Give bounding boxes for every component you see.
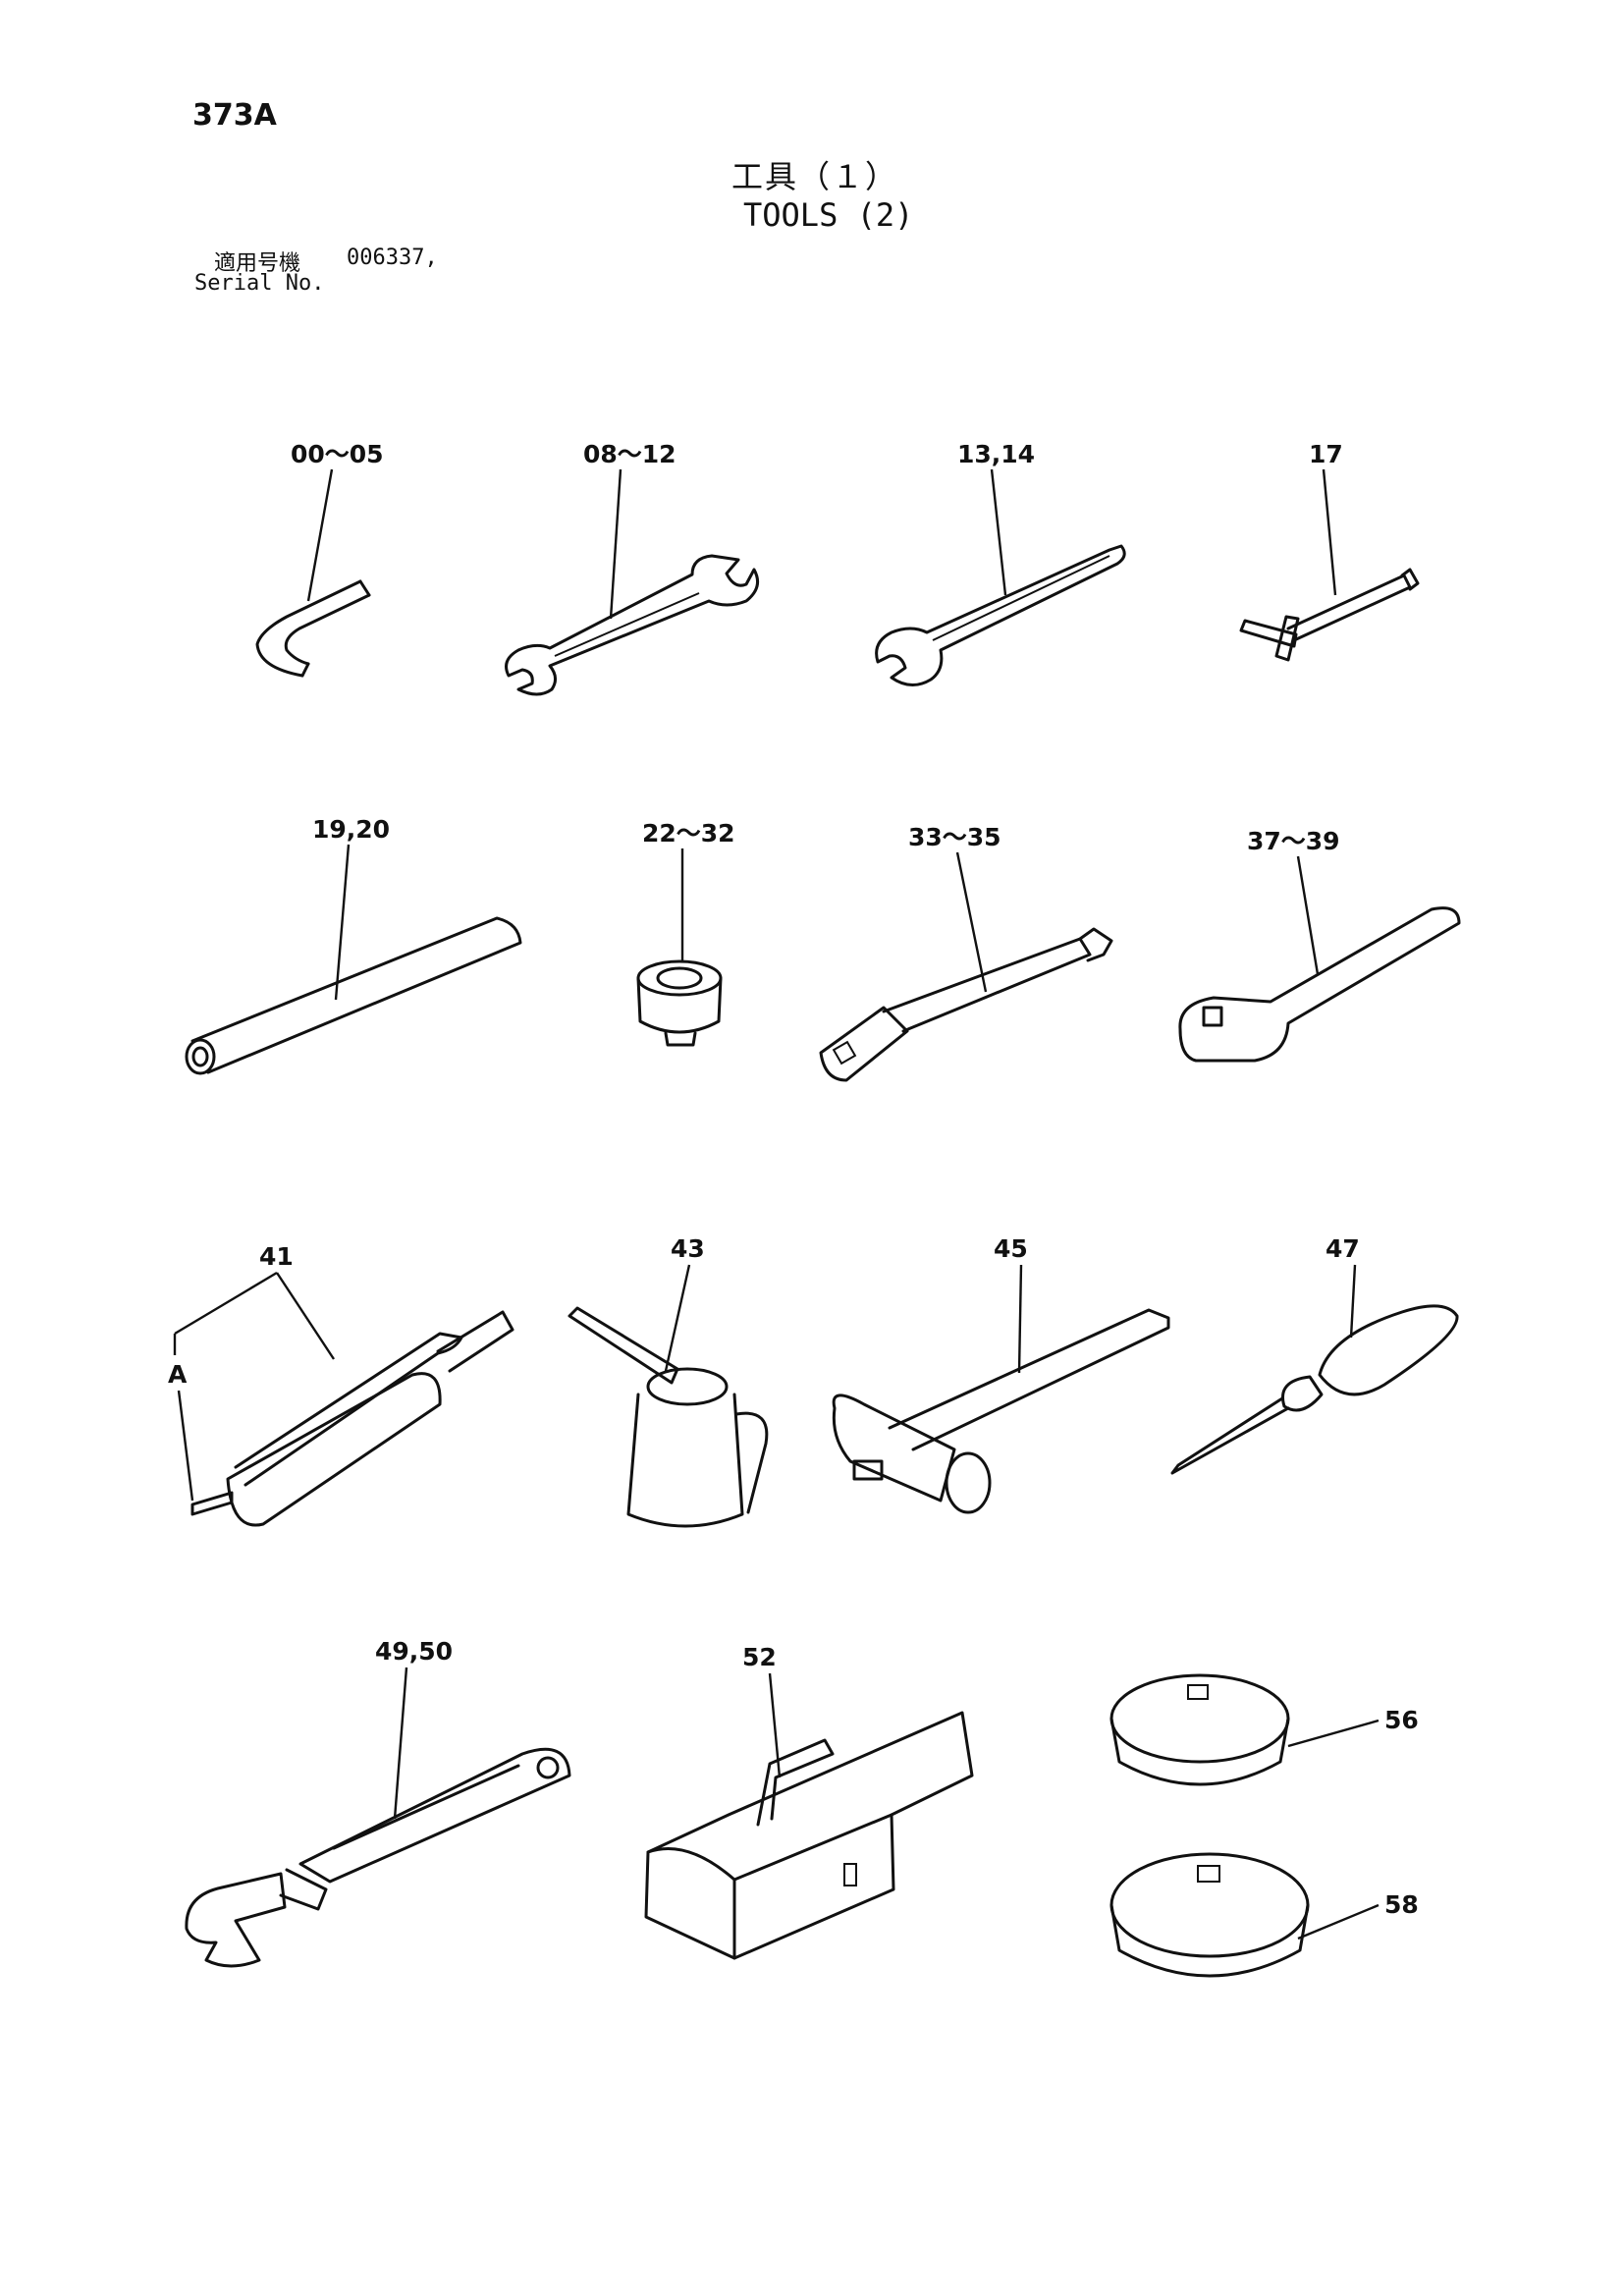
filter-wrench-large-figure: 58 [1109,1852,1419,1978]
callout-screwdriver: 47 [1325,1234,1360,1263]
callout-detail-a: A [168,1360,188,1389]
callout-hex-key: 00～05 [291,440,384,468]
callout-tool-box: 52 [742,1643,777,1671]
callout-t-socket: 17 [1309,440,1343,468]
extension-bar-figure: 33～35 [819,823,1113,1082]
bar-figure: 19,20 [185,815,522,1075]
callout-filter-wrench-large: 58 [1384,1890,1419,1919]
single-end-spanner-figure: 13,14 [875,440,1126,686]
hammer-figure: 45 [832,1234,1170,1514]
callout-filter-wrench-small: 56 [1384,1706,1419,1734]
oil-can-figure: 43 [568,1234,769,1528]
callout-socket: 22～32 [642,819,735,847]
ratchet-handle-figure: 37～39 [1178,827,1461,1063]
callout-ratchet: 37～39 [1247,827,1340,855]
title-japanese: 工具（１） [731,158,899,195]
screwdriver-figure: 47 [1170,1234,1459,1475]
filter-wrench-small-figure: 56 [1109,1673,1419,1786]
callout-double-spanner: 08～12 [583,440,676,468]
serial-number-label: Serial No. [194,271,325,296]
callout-adjustable-wrench: 49,50 [375,1637,453,1666]
serial-number-value: 006337, [347,246,438,270]
adjustable-wrench-figure: 49,50 [185,1637,571,1968]
applicable-label-japanese: 適用号機 [214,251,301,276]
callout-extension: 33～35 [908,823,1001,851]
tool-box-figure: 52 [644,1643,974,1960]
callout-bar: 19,20 [312,815,390,844]
callout-single-spanner: 13,14 [957,440,1035,468]
hex-key-figure: 00～05 [255,440,384,678]
double-end-spanner-figure: 08～12 [505,440,760,696]
callout-oil-can: 43 [671,1234,705,1263]
t-handle-socket-figure: 17 [1239,440,1420,662]
socket-figure: 22～32 [636,819,735,1047]
callout-grease-gun: 41 [259,1242,294,1271]
grease-gun-figure: 41 A [168,1242,514,1527]
title-english: TOOLS (2) [743,196,914,234]
callout-hammer: 45 [994,1234,1028,1263]
page-number: 373A [192,98,277,133]
